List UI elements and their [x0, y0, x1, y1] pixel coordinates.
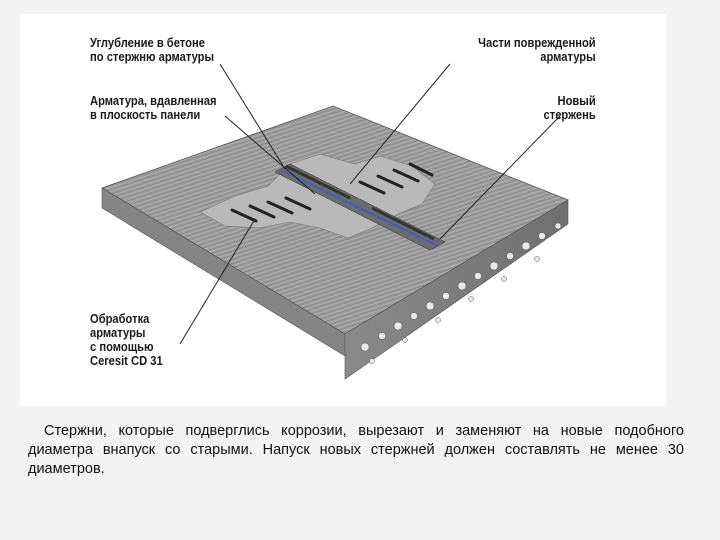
label-recess: Углубление в бетоне по стержню арматуры — [90, 36, 214, 64]
caption-text: Стержни, которые подверглись коррозии, в… — [28, 422, 684, 479]
label-damaged-rebar: Части поврежденной арматуры — [478, 36, 596, 64]
label-treatment: Обработка арматуры с помощью Ceresit CD … — [90, 312, 163, 368]
panel-illustration: Углубление в бетоне по стержню арматуры … — [20, 14, 666, 406]
label-pressed-rebar: Арматура, вдавленная в плоскость панели — [90, 94, 217, 122]
label-new-rod: Новый стержень — [544, 94, 596, 122]
